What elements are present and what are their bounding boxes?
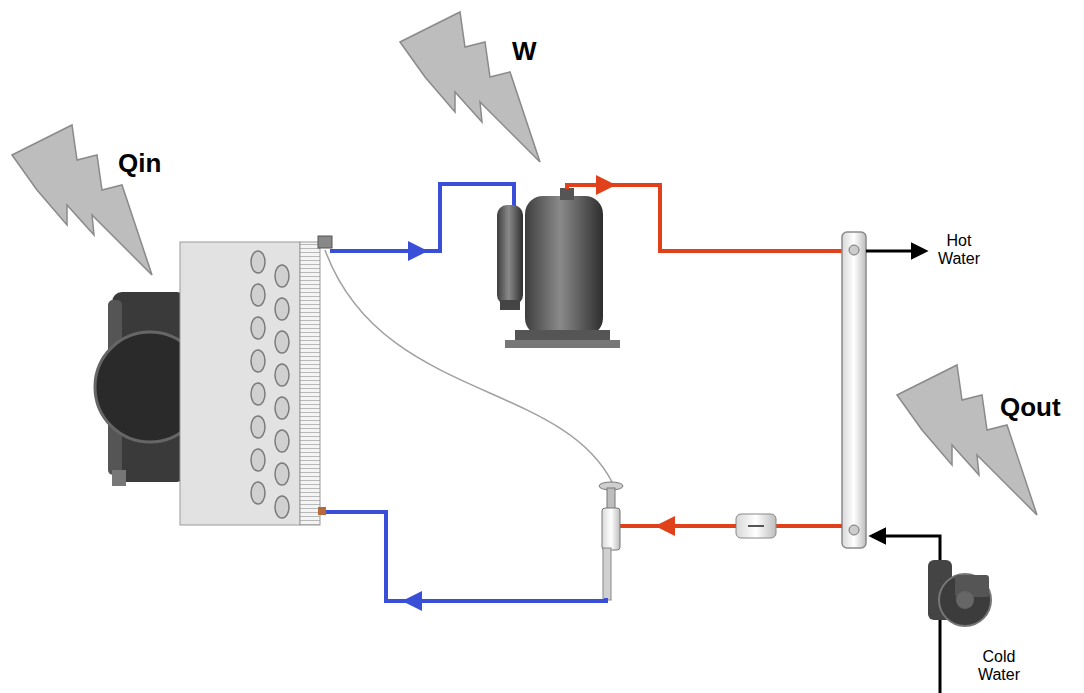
plate-heat-exchanger — [842, 232, 866, 548]
coil-tube — [275, 463, 289, 485]
heat-label: W — [512, 36, 537, 67]
water-pump — [928, 560, 991, 626]
heat-label: Qin — [118, 148, 161, 179]
coil-tube — [275, 430, 289, 452]
filter-drier — [736, 514, 776, 538]
liquid-pipe — [776, 524, 842, 528]
coil-tube — [251, 449, 265, 471]
evaporator-coil — [180, 236, 332, 525]
flow-arrow — [412, 599, 440, 603]
heat-label: Qout — [1000, 392, 1061, 423]
coil-tube — [251, 317, 265, 339]
coil-tube — [251, 284, 265, 306]
liquid-pipe — [620, 524, 736, 528]
coil-tube — [251, 350, 265, 372]
compressor — [497, 188, 620, 348]
coil-tube — [251, 482, 265, 504]
water-label: Cold Water — [970, 648, 1028, 685]
coil-tube — [251, 251, 265, 273]
coil-tube — [275, 298, 289, 320]
coil-tube — [275, 331, 289, 353]
lightning-bolt — [12, 12, 1037, 515]
coil-tube — [275, 364, 289, 386]
suction-pipe — [330, 184, 514, 251]
coil-tube — [251, 383, 265, 405]
expansion-valve — [599, 482, 623, 600]
coil-tube — [275, 496, 289, 518]
coil-tube — [275, 265, 289, 287]
coil-tube — [275, 397, 289, 419]
flow-arrow — [665, 524, 690, 528]
coil-tube — [251, 416, 265, 438]
hot-water-pipe — [866, 250, 925, 253]
discharge-pipe — [567, 185, 842, 251]
cold-water-pipe — [872, 536, 940, 560]
flow-arrow — [395, 249, 418, 253]
evaporator-feed-pipe — [326, 512, 606, 601]
water-label: Hot Water — [930, 232, 988, 269]
flow-arrow — [580, 183, 606, 187]
